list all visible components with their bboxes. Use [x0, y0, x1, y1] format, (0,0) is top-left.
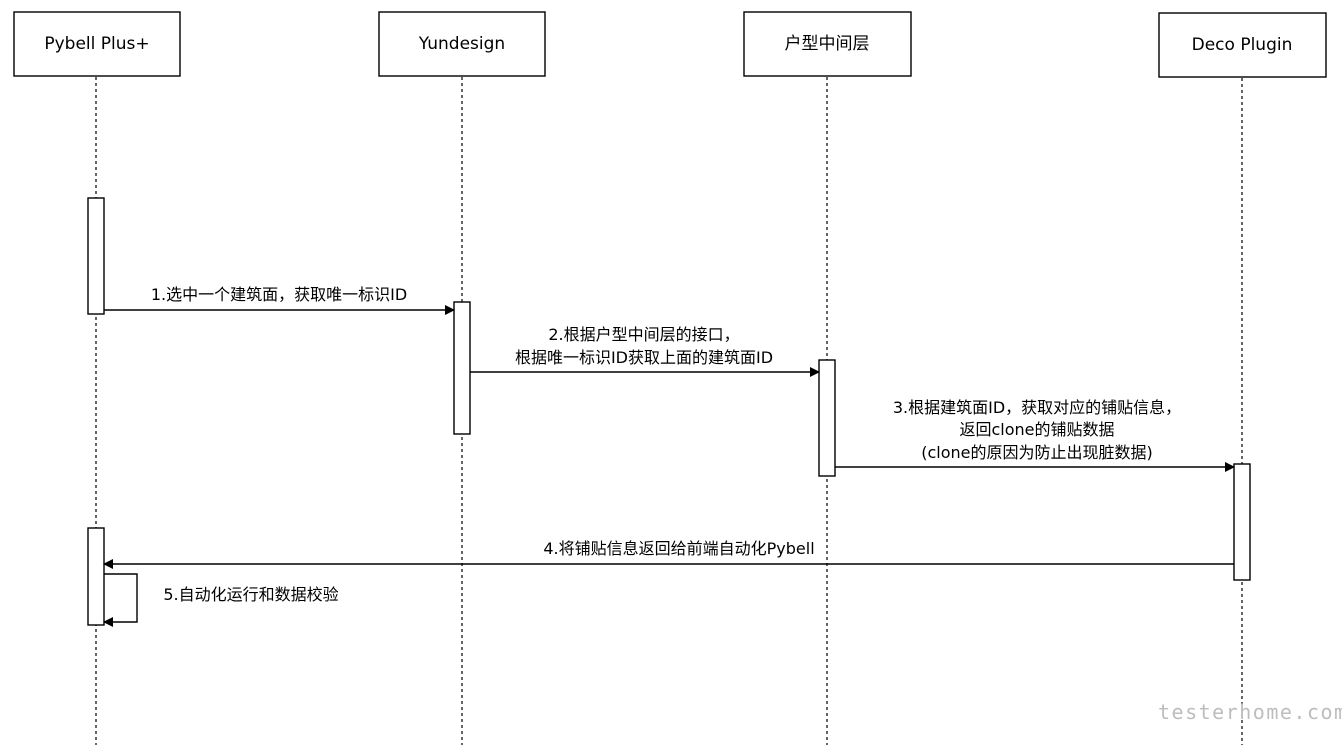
- message-3-label-line-3: (clone的原因为防止出现脏数据): [921, 443, 1153, 462]
- activation-bar-huxing: [818, 359, 836, 477]
- message-2-label-line-2: 根据唯一标识ID获取上面的建筑面ID: [515, 348, 773, 367]
- message-1-label: 1.选中一个建筑面，获取唯一标识ID: [151, 285, 407, 304]
- message-4: 4.将铺贴信息返回给前端自动化Pybell: [103, 539, 1234, 569]
- message-1: 1.选中一个建筑面，获取唯一标识ID: [104, 285, 455, 315]
- message-2: 2.根据户型中间层的接口， 根据唯一标识ID获取上面的建筑面ID: [470, 325, 820, 377]
- message-5: 5.自动化运行和数据校验: [103, 573, 339, 627]
- message-2-label-line-1: 2.根据户型中间层的接口，: [548, 325, 739, 344]
- participant-label: Yundesign: [418, 34, 505, 54]
- activation-bar-yundesign: [453, 301, 471, 435]
- message-4-label: 4.将铺贴信息返回给前端自动化Pybell: [543, 539, 814, 558]
- participant-huxing[interactable]: 户型中间层: [743, 11, 912, 77]
- participant-pybell[interactable]: Pybell Plus+: [13, 11, 181, 77]
- participant-deco[interactable]: Deco Plugin: [1158, 12, 1327, 78]
- message-5-label: 5.自动化运行和数据校验: [163, 585, 338, 604]
- watermark: testerhome.com: [1158, 700, 1342, 724]
- activation-bar-pybell-2: [87, 527, 105, 626]
- participant-yundesign[interactable]: Yundesign: [378, 11, 546, 77]
- participant-label: 户型中间层: [785, 34, 870, 54]
- activation-bar-deco: [1233, 463, 1251, 581]
- participant-label: Pybell Plus+: [44, 34, 149, 54]
- message-3-label-line-1: 3.根据建筑面ID，获取对应的铺贴信息，: [893, 398, 1181, 417]
- participant-label: Deco Plugin: [1192, 35, 1293, 55]
- message-5-arrow: [103, 573, 138, 627]
- message-3: 3.根据建筑面ID，获取对应的铺贴信息， 返回clone的铺贴数据 (clone…: [835, 398, 1235, 472]
- message-3-label-line-2: 返回clone的铺贴数据: [959, 420, 1114, 439]
- activation-bar-pybell-1: [87, 197, 105, 315]
